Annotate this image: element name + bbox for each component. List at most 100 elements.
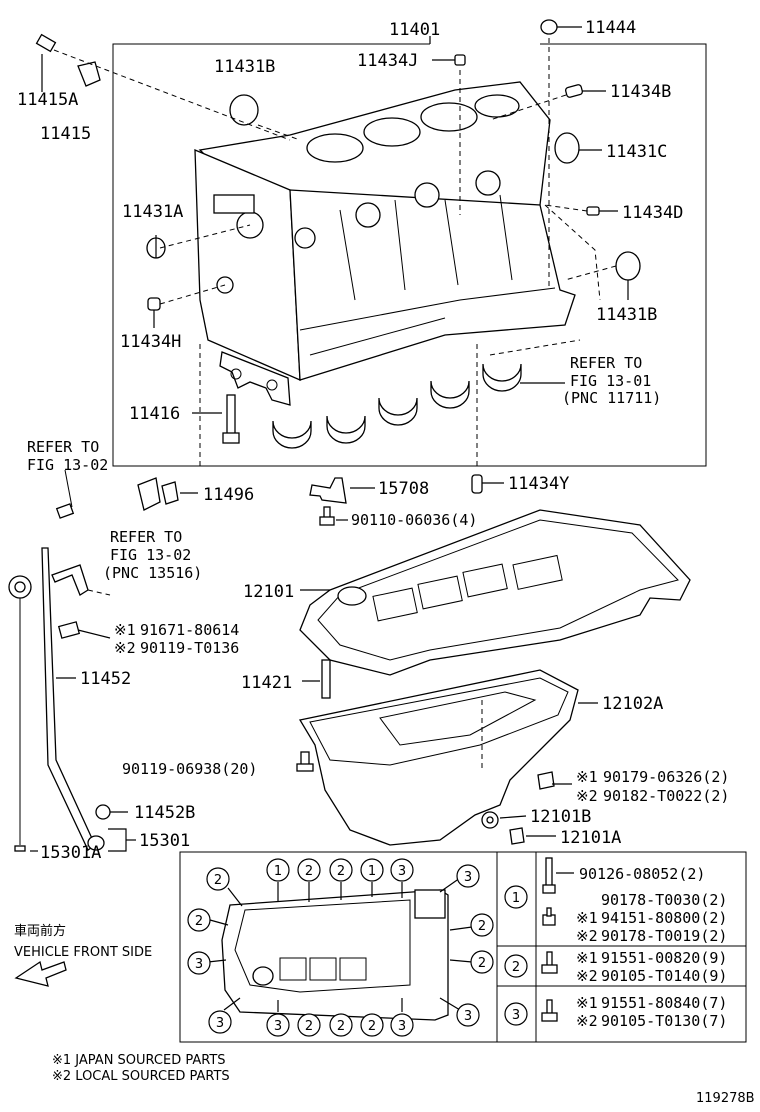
svg-text:※2: ※2 — [576, 787, 598, 805]
footnote-japan: ※1 JAPAN SOURCED PARTS — [52, 1053, 226, 1068]
label-90179-06326: 90179-06326(2) — [603, 768, 729, 786]
label-11415A: 11415A — [17, 90, 78, 110]
dashed-leaders — [53, 38, 617, 466]
bottom-view-leaders — [207, 877, 473, 1012]
svg-text:2: 2 — [305, 1019, 313, 1034]
label-11431B-top: 11431B — [214, 57, 275, 77]
plug-11431B-top — [229, 94, 259, 126]
svg-text:1: 1 — [512, 891, 520, 906]
svg-text:2: 2 — [478, 956, 486, 971]
label-15301: 15301 — [139, 831, 190, 851]
footnote-local: ※2 LOCAL SOURCED PARTS — [52, 1069, 230, 1084]
plug-11431C — [554, 132, 580, 164]
label-12101: 12101 — [243, 582, 294, 602]
label-12101A: 12101A — [560, 828, 621, 848]
svg-text:2: 2 — [305, 864, 313, 879]
refer-3-line3: (PNC 13516) — [103, 564, 202, 582]
svg-text:91551-80840(7): 91551-80840(7) — [601, 994, 727, 1012]
label-90110-06036: 90110-06036(4) — [351, 511, 477, 529]
svg-text:3: 3 — [464, 1009, 472, 1024]
crankshaft-bearings — [272, 363, 522, 449]
label-11434J: 11434J — [357, 51, 418, 71]
svg-text:※1: ※1 — [114, 621, 136, 639]
svg-text:※2: ※2 — [576, 967, 598, 985]
label-11434H: 11434H — [120, 332, 181, 352]
oil-pan-upper-12101 — [299, 509, 691, 676]
svg-text:2: 2 — [195, 914, 203, 929]
oil-level-gauge — [8, 575, 32, 852]
bolt-table-parts: 90126-08052(2) 90178-T0030(2) 94151-8080… — [579, 865, 727, 1030]
svg-text:90126-08052(2): 90126-08052(2) — [579, 865, 705, 883]
svg-text:3: 3 — [274, 1019, 282, 1034]
cylinder-block — [194, 81, 576, 382]
table-row-callouts: 1 2 3 — [504, 885, 528, 1026]
bolt-90119-06938 — [296, 751, 314, 772]
svg-text:※1: ※1 — [576, 994, 598, 1012]
svg-text:94151-80800(2): 94151-80800(2) — [601, 909, 727, 927]
svg-text:※1: ※1 — [576, 768, 598, 786]
label-90119-06938: 90119-06938(20) — [122, 760, 257, 778]
table-bolt-icons — [541, 857, 574, 1022]
refer-1-line3: (PNC 11711) — [562, 389, 661, 407]
svg-text:90105-T0130(7): 90105-T0130(7) — [601, 1012, 727, 1030]
stud-11421 — [302, 659, 331, 699]
plug-11444 — [540, 19, 558, 35]
label-11452B: 11452B — [134, 803, 195, 823]
label-11434Y: 11434Y — [508, 474, 569, 494]
left-leaders — [30, 589, 136, 852]
bearing-caps — [219, 351, 291, 406]
label-90119-T0136: 90119-T0136 — [140, 639, 239, 657]
label-11415: 11415 — [40, 124, 91, 144]
label-11444: 11444 — [585, 18, 636, 38]
svg-text:2: 2 — [368, 1019, 376, 1034]
drain-plug-parts — [481, 771, 572, 845]
refer-3-line1: REFER TO — [110, 528, 182, 546]
pan-bottom-view — [221, 889, 449, 1021]
front-side-label-en: VEHICLE FRONT SIDE — [14, 945, 152, 960]
svg-text:2: 2 — [478, 919, 486, 934]
svg-text:※2: ※2 — [576, 1012, 598, 1030]
label-11434B: 11434B — [610, 82, 671, 102]
pipe-15708 — [309, 477, 375, 504]
label-11434D: 11434D — [622, 203, 683, 223]
plug-11431B-right — [615, 251, 641, 281]
svg-text:2: 2 — [214, 873, 222, 888]
source-marks: ※1 ※2 ※1 ※2 ※1 ※2 ※1 ※2 ※1 ※2 — [114, 621, 598, 1030]
figure-id: 119278B — [696, 1091, 755, 1106]
svg-text:3: 3 — [195, 957, 203, 972]
refer-3-line2: FIG 13-02 — [110, 546, 191, 564]
svg-text:※2: ※2 — [576, 927, 598, 945]
svg-text:2: 2 — [337, 1019, 345, 1034]
label-11431C: 11431C — [606, 142, 667, 162]
solid-leaders — [41, 26, 629, 484]
svg-text:3: 3 — [216, 1016, 224, 1031]
front-side-label-jp: 車両前方 — [14, 923, 66, 939]
svg-text:3: 3 — [398, 1019, 406, 1034]
svg-text:91551-00820(9): 91551-00820(9) — [601, 949, 727, 967]
svg-text:1: 1 — [368, 864, 376, 879]
refer-1-line2: FIG 13-01 — [570, 372, 651, 390]
svg-text:1: 1 — [274, 864, 282, 879]
svg-text:3: 3 — [512, 1008, 520, 1023]
svg-text:※1: ※1 — [576, 909, 598, 927]
label-11431B-right: 11431B — [596, 305, 657, 325]
label-12102A: 12102A — [602, 694, 663, 714]
label-11431A: 11431A — [122, 202, 183, 222]
svg-text:90178-T0019(2): 90178-T0019(2) — [601, 927, 727, 945]
oil-pan-lower-12102A — [298, 669, 598, 846]
label-11416: 11416 — [129, 404, 180, 424]
label-11401: 11401 — [389, 20, 440, 40]
sensor-11415 — [35, 33, 101, 87]
label-11496: 11496 — [203, 485, 254, 505]
label-15708: 15708 — [378, 479, 429, 499]
block-group-frame — [112, 43, 707, 467]
label-91671-80614: 91671-80614 — [140, 621, 239, 639]
label-90182-T0022: 90182-T0022(2) — [603, 787, 729, 805]
oil-gauge-guide — [41, 547, 111, 851]
oil-pump-bolt — [55, 469, 75, 519]
plug-11434H — [147, 297, 161, 311]
label-11421: 11421 — [241, 673, 292, 693]
label-11452: 11452 — [80, 669, 131, 689]
plug-11434J — [454, 54, 466, 66]
